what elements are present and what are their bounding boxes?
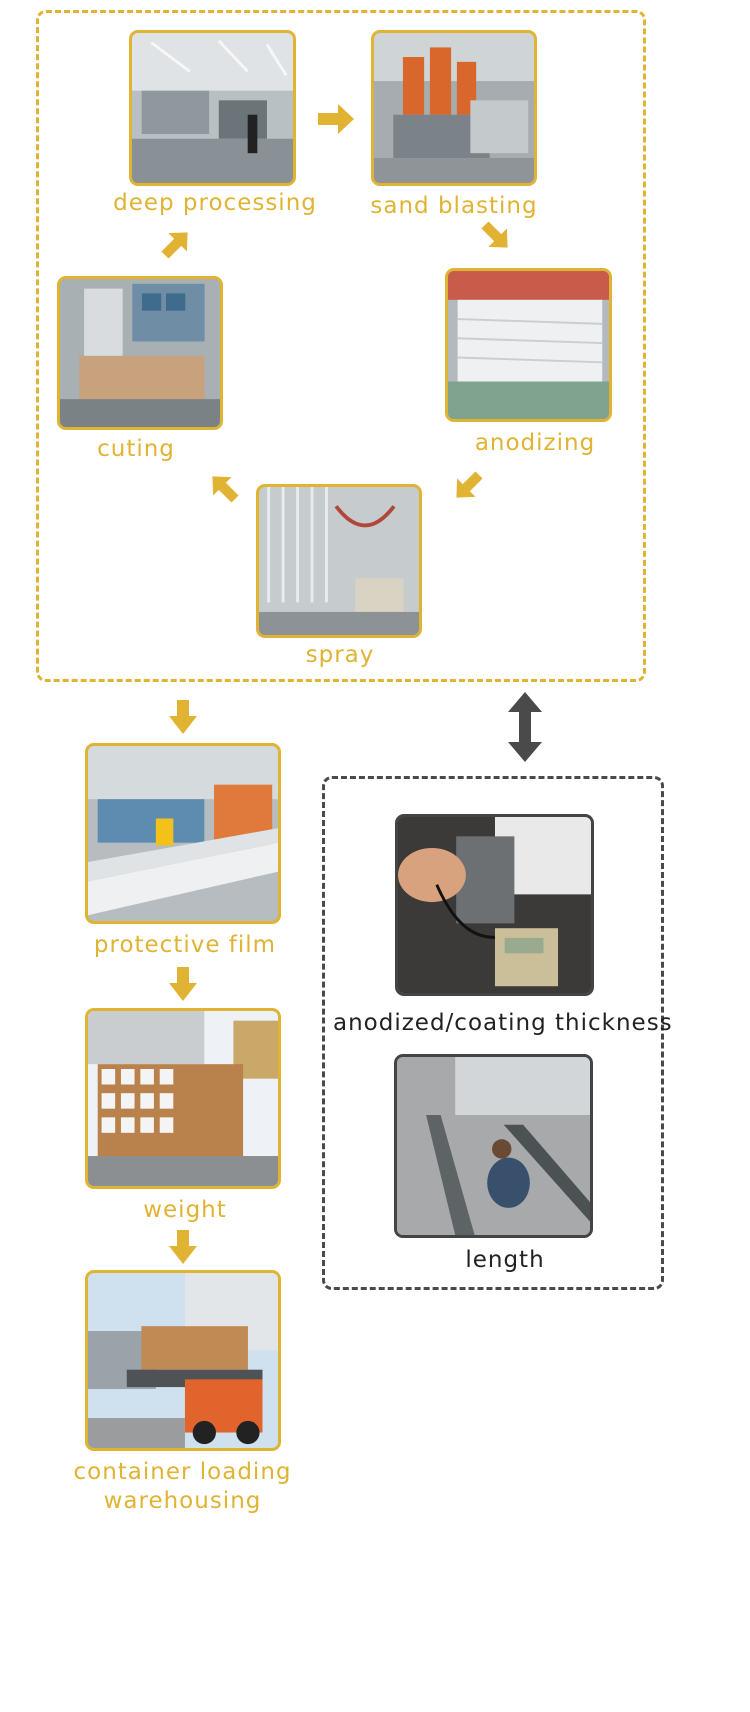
length-label: length bbox=[465, 1247, 545, 1273]
spray-label: spray bbox=[305, 642, 375, 668]
sand-blasting-label: sand blasting bbox=[370, 193, 538, 219]
arrow-up-right-icon bbox=[161, 232, 188, 259]
arrow-down-left-icon bbox=[456, 471, 483, 498]
weight-label: weight bbox=[143, 1197, 227, 1223]
coating-thickness-label: anodized/coating thickness bbox=[333, 1010, 673, 1036]
anodizing-label: anodizing bbox=[474, 430, 596, 456]
sand-blasting-photo bbox=[371, 30, 537, 186]
arrow-right-icon bbox=[318, 104, 354, 134]
protective-film-photo bbox=[85, 743, 281, 924]
warehousing-label: warehousing bbox=[103, 1488, 262, 1514]
container-loading-label: container loading bbox=[73, 1459, 292, 1485]
deep-processing-label: deep processing bbox=[113, 190, 317, 216]
cutting-label: cuting bbox=[97, 436, 175, 462]
anodizing-photo bbox=[445, 268, 612, 422]
inspection-box bbox=[322, 776, 664, 1290]
arrow-down-right-icon bbox=[481, 221, 508, 248]
container-loading-photo bbox=[85, 1270, 281, 1451]
protective-film-label: protective film bbox=[93, 932, 277, 958]
process-cycle-box bbox=[36, 10, 646, 682]
arrow-up-left-icon bbox=[212, 476, 239, 503]
double-arrow-vertical-icon bbox=[508, 692, 542, 762]
weight-photo bbox=[85, 1008, 281, 1189]
arrow-down-icon bbox=[169, 1230, 197, 1264]
spray-photo bbox=[256, 484, 422, 638]
coating-thickness-photo bbox=[395, 814, 594, 996]
deep-processing-photo bbox=[129, 30, 296, 186]
cutting-photo bbox=[57, 276, 223, 430]
length-photo bbox=[394, 1054, 593, 1238]
arrow-down-icon bbox=[169, 700, 197, 734]
arrow-down-icon bbox=[169, 967, 197, 1001]
